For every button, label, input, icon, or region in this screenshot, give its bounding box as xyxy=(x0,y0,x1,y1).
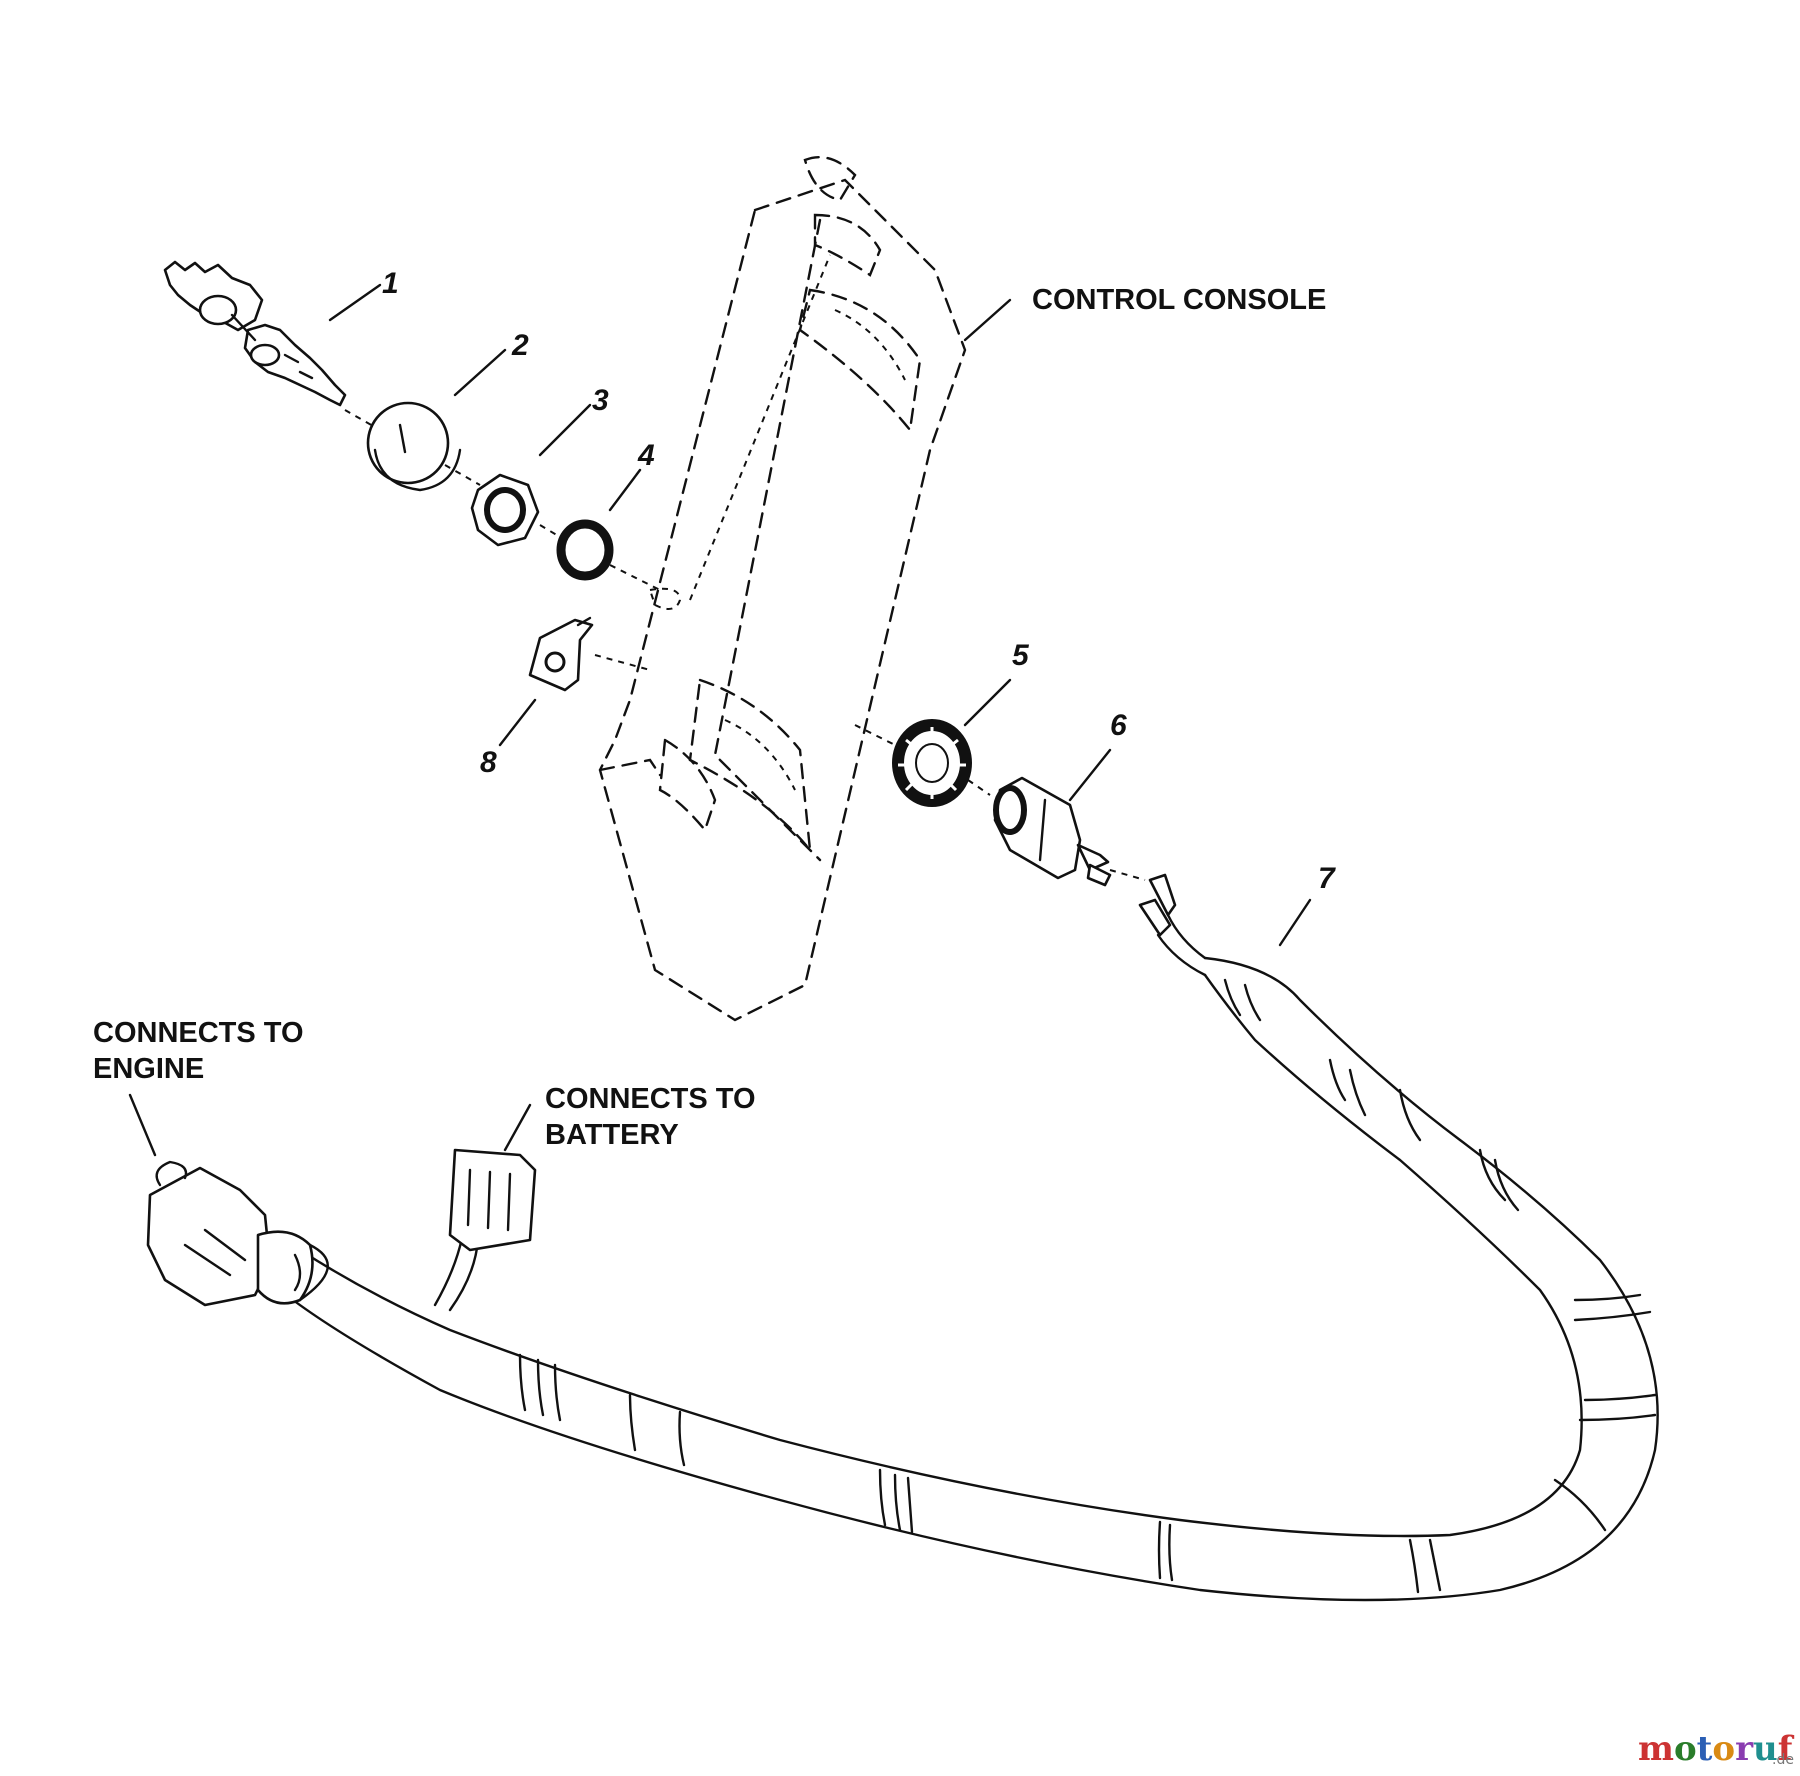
watermark-letter: u xyxy=(1753,1729,1778,1769)
lock-washer xyxy=(556,519,614,581)
watermark-letter: t xyxy=(1697,1729,1713,1769)
watermark-suffix: .de xyxy=(1772,1752,1794,1768)
control-console-leader xyxy=(963,298,1012,342)
part-3-leader xyxy=(538,403,592,457)
battery-leader xyxy=(503,1103,532,1152)
watermark-letter: o xyxy=(1674,1729,1697,1769)
bracket xyxy=(528,616,594,692)
part-8-leader xyxy=(498,698,537,747)
watermark-letter: o xyxy=(1712,1729,1735,1769)
part-1-number: 1 xyxy=(382,267,399,300)
watermark-letter: r xyxy=(1735,1729,1754,1769)
switch xyxy=(993,776,1112,887)
part-5-number: 5 xyxy=(1012,639,1030,672)
watermark-logo: motoruf .de xyxy=(1638,1729,1795,1769)
part-2-number: 2 xyxy=(511,329,529,362)
part-6-leader xyxy=(1068,748,1112,802)
part-7-number: 7 xyxy=(1318,862,1336,895)
connects-battery-label-line1: CONNECTS TO xyxy=(545,1083,756,1115)
ignition-cap xyxy=(366,401,462,492)
star-washer xyxy=(892,719,972,807)
part-1-leader xyxy=(328,283,382,322)
connects-engine-label-line1: CONNECTS TO xyxy=(93,1017,304,1049)
wiring-harness xyxy=(146,873,1659,1602)
part-8-number: 8 xyxy=(480,746,497,779)
watermark-letter: f xyxy=(1778,1729,1795,1769)
connects-engine-label-line2: ENGINE xyxy=(93,1053,204,1085)
engine-leader xyxy=(128,1093,157,1157)
svg-text:motoruf: motoruf xyxy=(1638,1729,1795,1769)
control-console-label: CONTROL CONSOLE xyxy=(1032,284,1326,316)
part-5-leader xyxy=(963,678,1012,727)
ignition-keys xyxy=(163,260,347,407)
part-4-leader xyxy=(608,468,642,512)
part-4-number: 4 xyxy=(637,439,655,472)
part-3-number: 3 xyxy=(592,384,609,417)
control-console-outline xyxy=(598,155,967,1022)
watermark-letter: m xyxy=(1638,1729,1674,1769)
hex-nut xyxy=(470,473,540,547)
part-6-number: 6 xyxy=(1110,709,1127,742)
part-2-leader xyxy=(453,348,507,397)
part-7-leader xyxy=(1278,898,1312,947)
connects-battery-label-line2: BATTERY xyxy=(545,1119,679,1151)
